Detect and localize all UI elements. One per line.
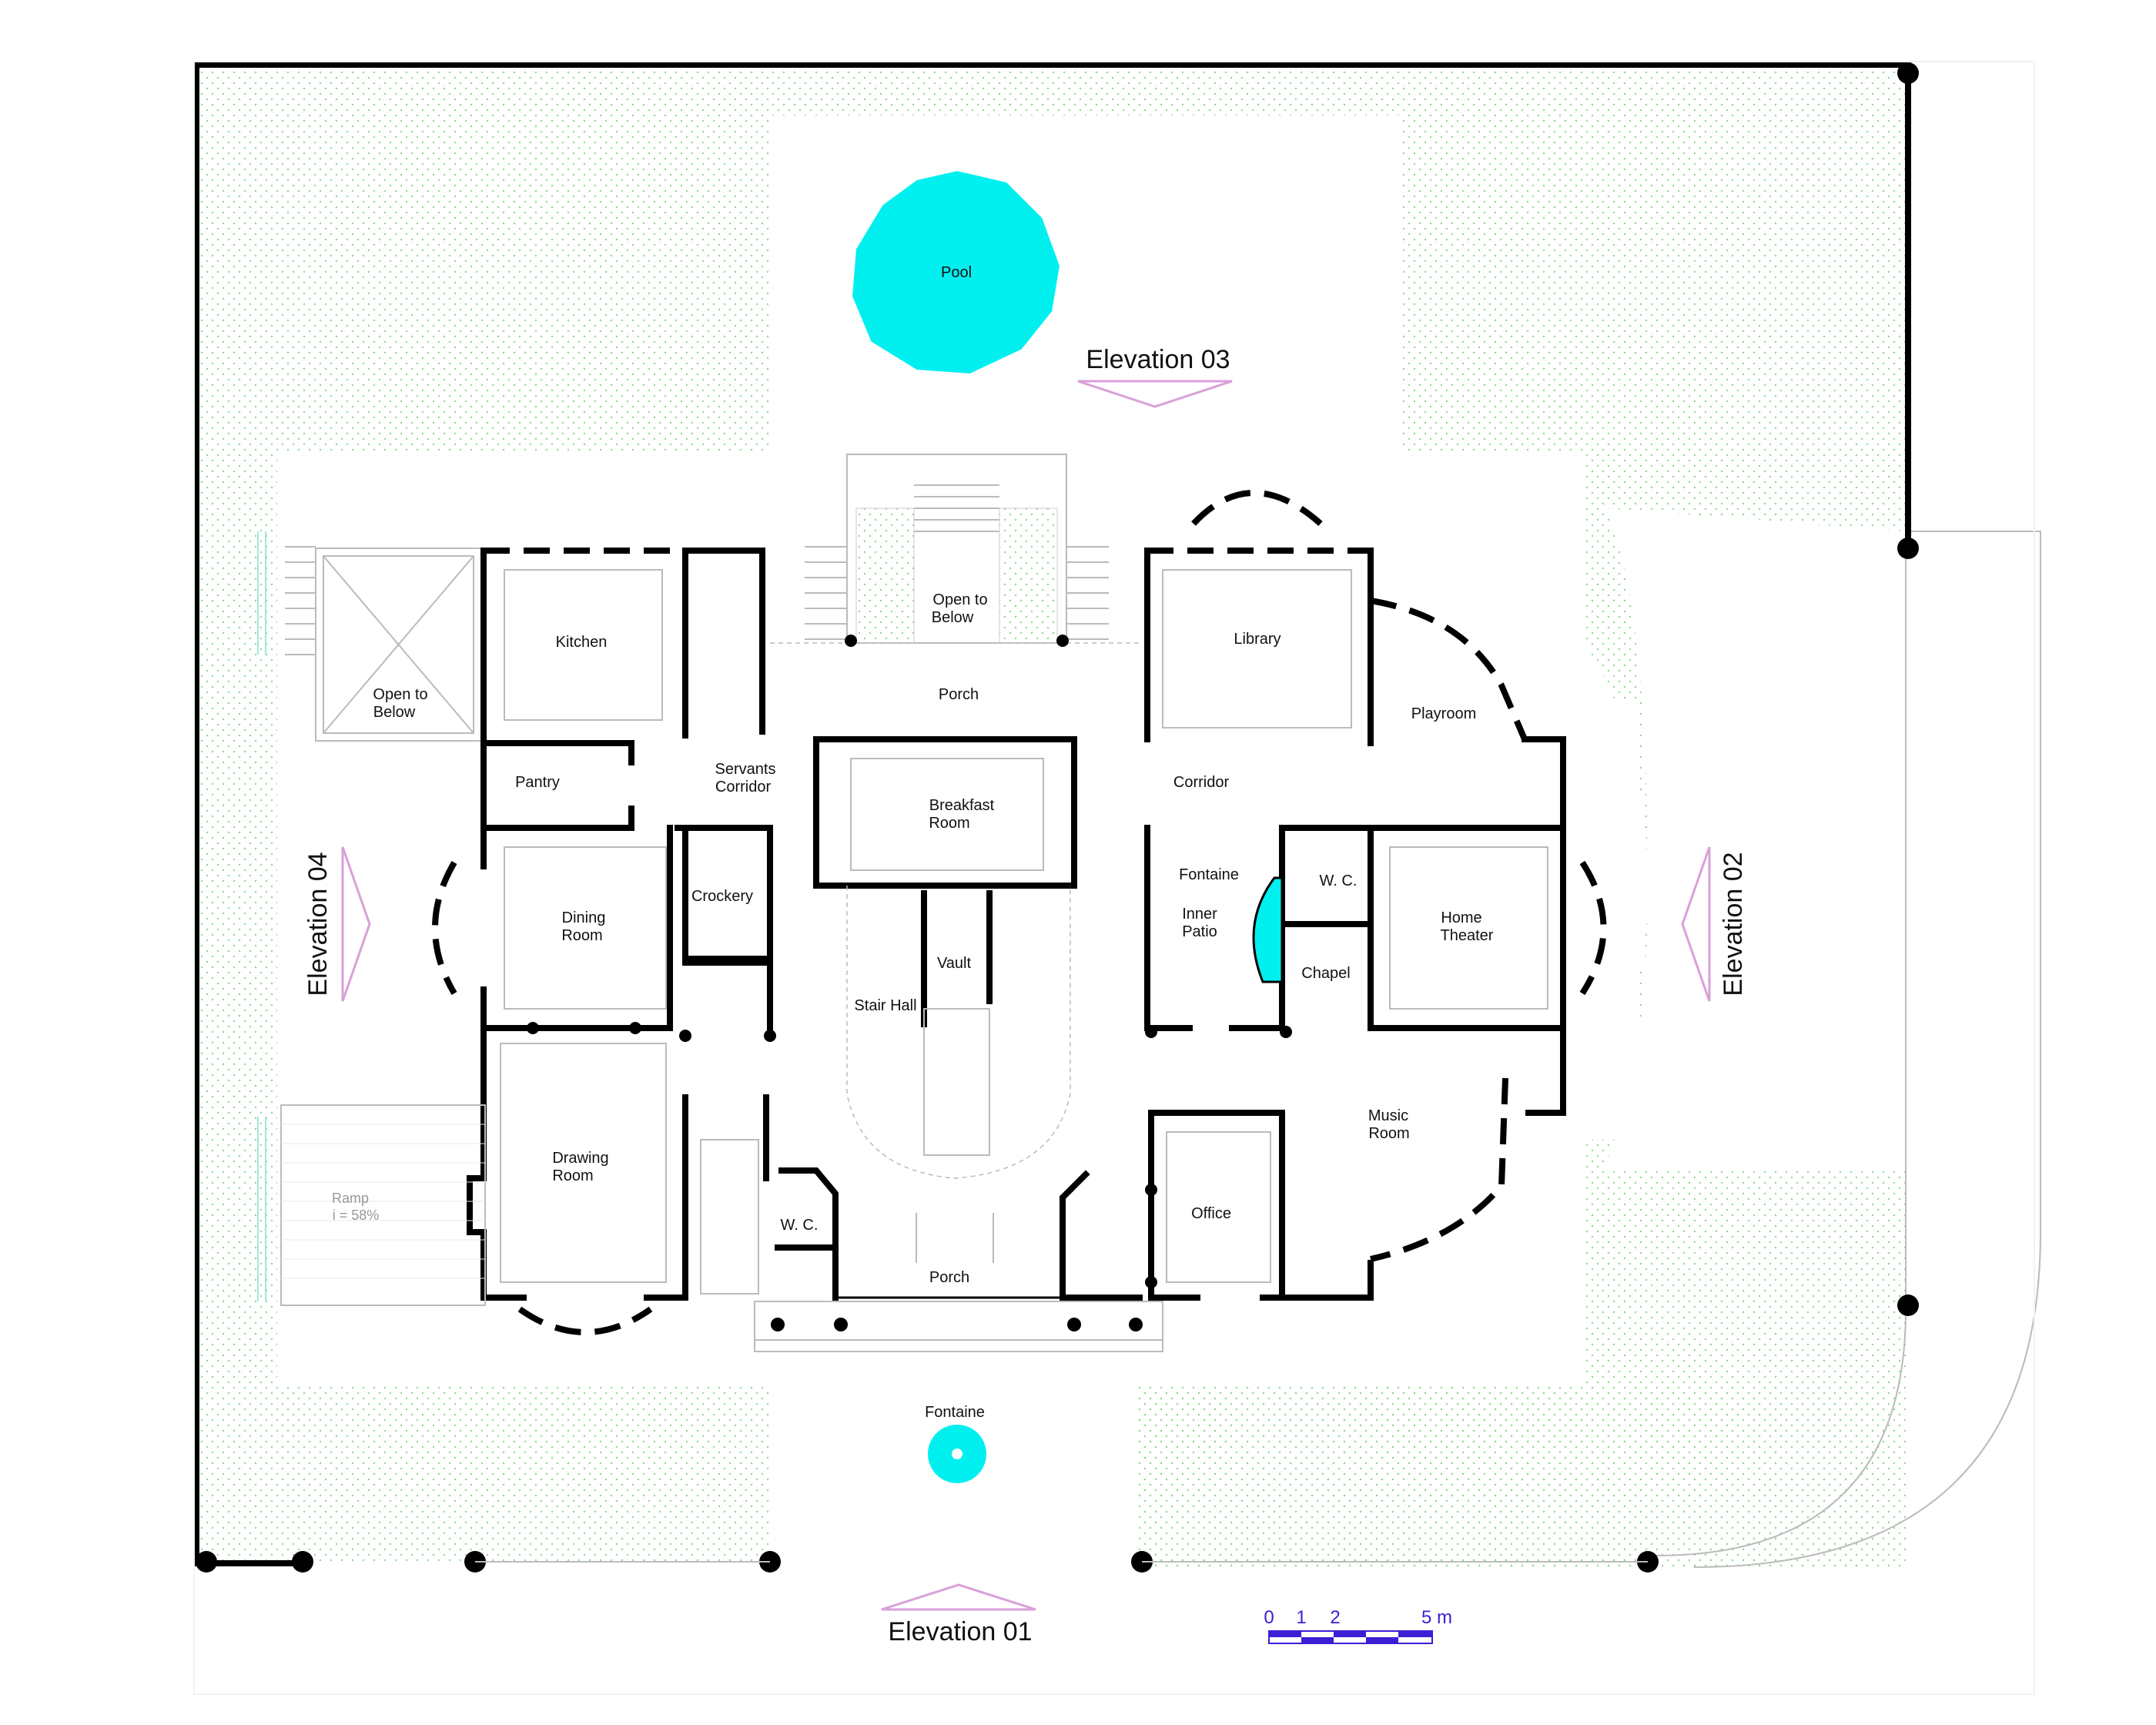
corridor-label: Corridor — [1173, 774, 1230, 791]
library-label: Library — [1234, 631, 1281, 648]
ramp — [257, 1104, 486, 1306]
top-terrace — [770, 454, 1140, 647]
wc-left-label: W. C. — [781, 1217, 819, 1234]
fontaine-front-label: Fontaine — [925, 1404, 985, 1421]
grass-front-right — [1140, 1386, 1879, 1567]
pool-label: Pool — [941, 264, 972, 281]
music-room-line1: Music — [1368, 1107, 1408, 1124]
scale-tick-1: 1 — [1296, 1607, 1306, 1628]
garden-areas — [196, 68, 2041, 1568]
ramp-line2: i = 58% — [333, 1208, 380, 1223]
dining-room-line2: Room — [561, 927, 602, 944]
elevation-01-label: Elevation 01 — [888, 1617, 1032, 1646]
drawing-room-line1: Drawing — [552, 1150, 608, 1167]
inner-patio-line1: Inner — [1182, 906, 1217, 923]
elevation-02-label: Elevation 02 — [1719, 852, 1748, 996]
scale-tick-5m: 5 m — [1421, 1607, 1452, 1628]
inner-patio-line2: Patio — [1182, 923, 1217, 940]
scale-tick-2: 2 — [1330, 1607, 1340, 1628]
scale-tick-0: 0 — [1264, 1607, 1274, 1628]
stair-hall-label: Stair Hall — [854, 997, 916, 1014]
drawing-room-line2: Room — [552, 1167, 593, 1184]
scale-bar — [1268, 1630, 1433, 1644]
elevation-03-label: Elevation 03 — [1086, 345, 1230, 374]
fontaine-inner-label: Fontaine — [1179, 866, 1239, 883]
elevation-04-arrow — [341, 846, 371, 1002]
elevation-03-arrow — [1077, 380, 1233, 408]
music-room-line2: Room — [1368, 1125, 1409, 1142]
inner-fontaine-shape — [1252, 876, 1284, 983]
kitchen-label: Kitchen — [556, 634, 608, 651]
office-label: Office — [1191, 1205, 1231, 1222]
home-theater-line1: Home — [1441, 909, 1481, 926]
elevation-02-arrow — [1681, 846, 1711, 1002]
ramp-line1: Ramp — [332, 1191, 369, 1206]
open-below-top-line1: Open to — [932, 591, 987, 608]
elevation-04-label: Elevation 04 — [303, 852, 333, 996]
servants-corridor-line1: Servants — [715, 761, 776, 778]
site-boundary — [193, 61, 2035, 1695]
columns — [527, 1022, 1292, 1331]
porch-bottom-label: Porch — [929, 1269, 969, 1286]
breakfast-room-line2: Room — [929, 815, 969, 832]
breakfast-room-line1: Breakfast — [929, 797, 995, 814]
elevation-01-arrow — [881, 1583, 1036, 1611]
servants-corridor-line2: Corridor — [715, 779, 772, 796]
vault-label: Vault — [937, 955, 972, 972]
open-below-top-line2: Below — [932, 609, 974, 626]
home-theater-line2: Theater — [1441, 927, 1494, 944]
open-below-left-line1: Open to — [373, 686, 427, 703]
wc-right-label: W. C. — [1320, 873, 1358, 889]
chapel-label: Chapel — [1301, 965, 1350, 982]
porch-top-label: Porch — [939, 686, 979, 703]
open-below-left-line2: Below — [373, 704, 416, 721]
pantry-label: Pantry — [515, 774, 560, 791]
playroom-label: Playroom — [1411, 705, 1476, 722]
front-porch — [754, 1213, 1163, 1483]
pool-shape — [849, 167, 1063, 377]
dining-room-line1: Dining — [562, 909, 606, 926]
grass-front-left — [462, 1386, 770, 1563]
walls — [432, 490, 1607, 1335]
crockery-label: Crockery — [691, 888, 753, 905]
elevation-markers — [341, 380, 1711, 1611]
